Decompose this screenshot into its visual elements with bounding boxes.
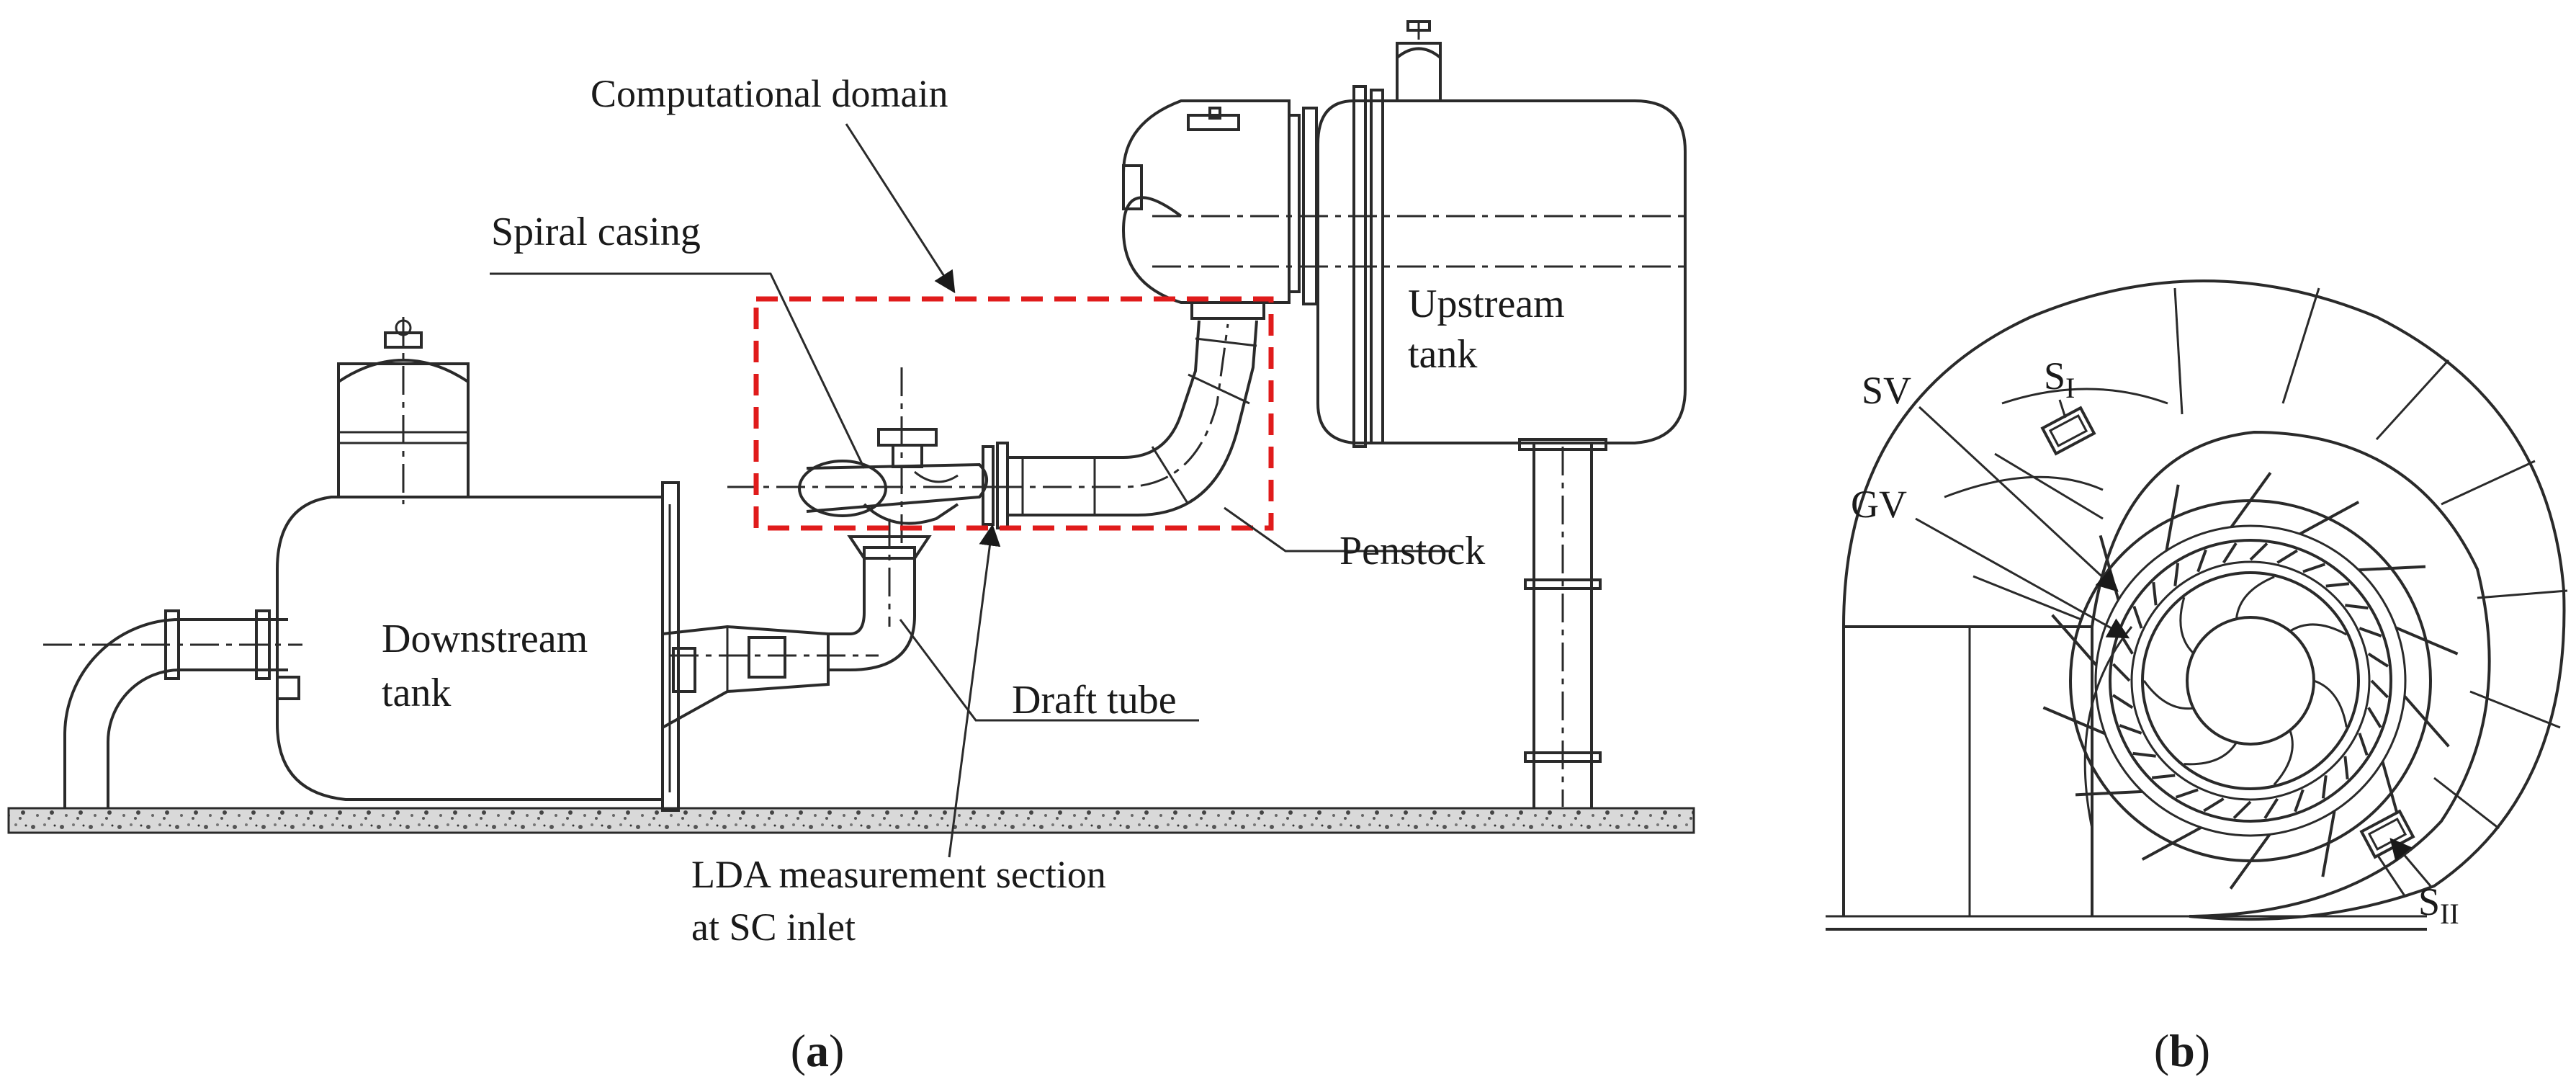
penstock-drawing [982, 301, 1265, 529]
ground-strip [7, 807, 1695, 834]
draft-tube [661, 519, 932, 730]
runner-blade [2179, 596, 2194, 654]
sv-label: SV [1862, 369, 1911, 412]
runner-blades [2142, 576, 2348, 786]
guide-vane [2132, 751, 2156, 758]
guide-vane [2367, 707, 2382, 728]
guide-vane [2173, 563, 2180, 586]
runner-blade [2235, 576, 2275, 619]
stay-vane [2299, 501, 2360, 535]
runner-blade [2142, 679, 2194, 710]
upstream-tank-label-line2: tank [1408, 332, 1477, 377]
spiral-casing-drawing [727, 367, 994, 547]
stay-vane [2395, 626, 2459, 656]
panel-b-caption: (b) [2154, 1025, 2210, 1076]
spiral-outline [1842, 279, 2566, 921]
spiral-casing-label: Spiral casing [491, 210, 701, 254]
runner-blade [2289, 623, 2348, 636]
guide-vane [2345, 604, 2369, 610]
runner-blade [2273, 730, 2294, 786]
upstream-tank [1121, 20, 1687, 808]
stay-vane [2230, 472, 2272, 528]
guide-vane [2132, 605, 2143, 629]
inlet-channel [1842, 625, 2093, 916]
guide-vane [2294, 789, 2305, 813]
downstream-tank-label-line2: tank [382, 671, 451, 715]
stay-vane [2075, 789, 2142, 797]
guide-vane-ring-inner [2130, 560, 2371, 801]
sensor-s2-box [2359, 809, 2415, 859]
guide-vane [2111, 694, 2134, 710]
stay-vanes [2042, 472, 2459, 890]
stay-vane [2141, 826, 2202, 861]
stay-vane [2321, 810, 2336, 877]
guide-vane [2111, 663, 2131, 682]
guide-vane-ring-outer [2109, 539, 2392, 823]
s1-label: SI [2044, 354, 2075, 404]
guide-vane [2321, 775, 2328, 799]
guide-vane [2203, 797, 2225, 813]
guide-vane [2358, 733, 2369, 756]
guide-vane [2359, 627, 2382, 638]
penstock-label: Penstock [1339, 529, 1485, 573]
s1-leader [2058, 399, 2067, 419]
inlet-elbow-pipe [43, 609, 302, 808]
downstream-tank-label-line1: Downstream [382, 617, 588, 661]
guide-vane [2343, 756, 2349, 780]
guide-vane [2232, 800, 2252, 820]
guide-vane [2151, 774, 2176, 779]
computational-domain-label: Computational domain [591, 72, 948, 115]
guide-vane [2276, 549, 2298, 564]
guide-vane [2249, 542, 2268, 561]
guide-vane [2119, 724, 2142, 735]
gv-label: GV [1851, 483, 1907, 526]
guide-vane [2196, 549, 2207, 573]
sensor-s1-box [2040, 406, 2096, 456]
guide-vane [2302, 563, 2326, 573]
runner-blade [2184, 741, 2238, 766]
s2-leader [2389, 838, 2432, 887]
guide-vane [2222, 542, 2238, 564]
guide-vane [2175, 788, 2199, 799]
guide-vane [2263, 797, 2279, 820]
hub-circle [2186, 616, 2315, 746]
runner-ring [2141, 571, 2360, 790]
penstock-leader [1224, 506, 1455, 553]
lda-arrow [948, 524, 1001, 858]
computational-domain-arrow [845, 123, 956, 294]
lda-label-line2: at SC inlet [691, 905, 856, 949]
gv-leader [1915, 517, 2130, 639]
stay-vane [2042, 706, 2106, 735]
guide-vane [2367, 652, 2389, 668]
stay-vane-ring-inner [2094, 524, 2407, 837]
guide-vanes [2111, 542, 2389, 820]
stay-vane [2051, 614, 2098, 666]
draft-tube-leader [899, 619, 1199, 722]
downstream-tank [276, 317, 680, 812]
stay-vane [2165, 484, 2180, 551]
guide-vane [2370, 679, 2389, 699]
stay-vane [2229, 833, 2271, 890]
panel-a: Computational domain Spiral casing Upstr… [7, 20, 1695, 1076]
panel-b: SV GV SI SII (b) [1826, 279, 2568, 1076]
spiral-casing-leader [490, 272, 866, 469]
s2-label: SII [2418, 880, 2459, 930]
sv-leader [1918, 406, 2119, 592]
draft-tube-label: Draft tube [1012, 678, 1177, 723]
stay-vane-ring-outer [2069, 499, 2432, 862]
guide-vane [2152, 581, 2158, 606]
computational-domain-box [753, 296, 1274, 531]
spiral-segment-lines [1944, 287, 2568, 898]
lda-label-line1: LDA measurement section [691, 853, 1106, 896]
panel-a-caption: (a) [791, 1025, 845, 1076]
upstream-tank-label-line1: Upstream [1408, 282, 1565, 326]
stay-vane [2403, 695, 2450, 748]
guide-vane [2325, 582, 2350, 588]
runner-blade [2313, 679, 2348, 728]
stay-vane [2359, 565, 2426, 572]
